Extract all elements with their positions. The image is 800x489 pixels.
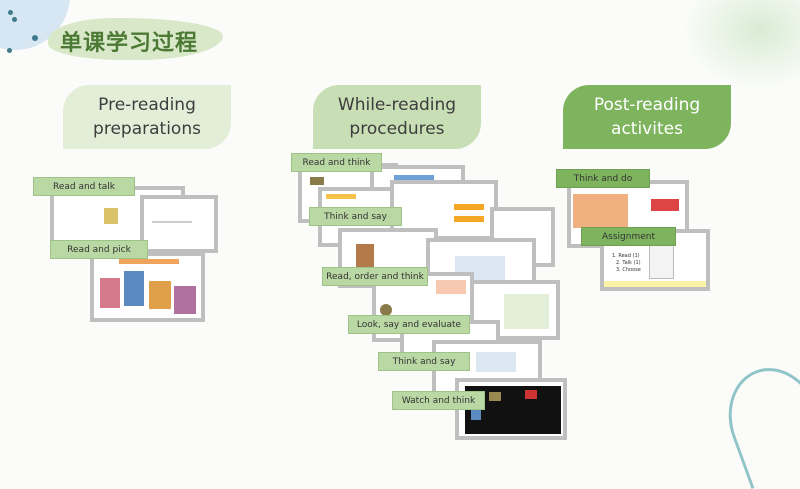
heading-line: Post-reading <box>593 95 701 115</box>
slide-title: 单课学习过程 <box>60 31 199 56</box>
heading-line: procedures <box>349 119 445 139</box>
decorative-swirl <box>713 354 800 489</box>
step-label: Think and do <box>556 169 650 188</box>
step-label: Read, order and think <box>322 267 428 286</box>
decorative-dot <box>7 48 12 53</box>
step-label: Read and think <box>291 153 382 172</box>
heading-pre-reading: Pre-reading preparations <box>63 85 231 149</box>
slide-thumbnail[interactable] <box>90 252 205 322</box>
assignment-item: 3. Choose <box>616 267 641 273</box>
assignment-item: 1. Read (1) <box>612 253 640 259</box>
step-label: Watch and think <box>392 391 485 410</box>
slide-thumbnail[interactable] <box>470 280 560 340</box>
heading-line: Pre-reading <box>98 95 196 115</box>
step-label: Look, say and evaluate <box>348 315 470 334</box>
decorative-dot <box>32 35 38 41</box>
decorative-dot <box>12 17 17 22</box>
heading-line: While-reading <box>337 95 457 115</box>
step-label: Think and say <box>378 352 470 371</box>
heading-post-reading: Post-reading activites <box>563 85 731 149</box>
heading-line: preparations <box>93 119 201 139</box>
slide-thumbnail[interactable] <box>140 195 218 253</box>
decorative-watercolor <box>680 0 800 90</box>
step-label: Think and say <box>309 207 402 226</box>
title-background <box>48 18 223 60</box>
assignment-item: 2. Talk (1) <box>616 260 641 266</box>
heading-line: activites <box>611 119 683 139</box>
step-label: Read and talk <box>33 177 135 196</box>
step-label: Read and pick <box>50 240 148 259</box>
decorative-dot <box>8 10 13 15</box>
heading-while-reading: While-reading procedures <box>313 85 481 149</box>
step-label: Assignment <box>581 227 676 246</box>
